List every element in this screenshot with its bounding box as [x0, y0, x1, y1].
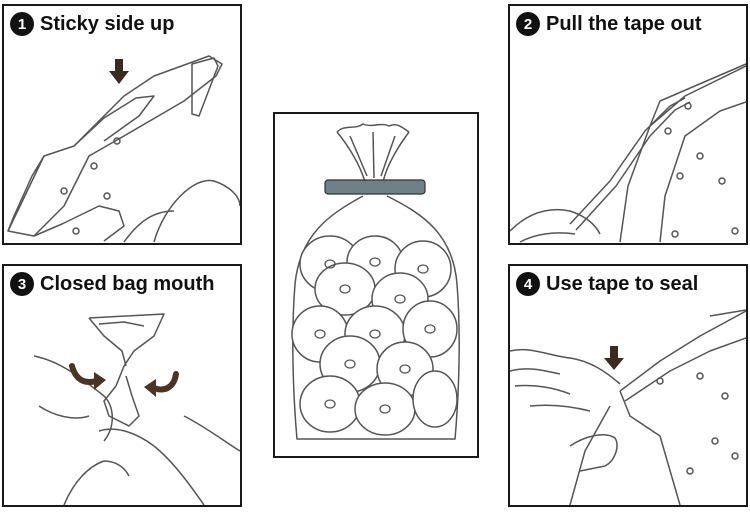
step-1-label: Sticky side up	[40, 12, 175, 35]
step-4-title: 4 Use tape to seal	[516, 272, 698, 296]
step-3-panel: 3 Closed bag mouth	[2, 264, 242, 507]
step-4-panel: 4 Use tape to seal	[508, 264, 748, 507]
step-4-number-badge: 4	[516, 272, 540, 296]
step-1-number-badge: 1	[10, 12, 34, 36]
down-arrow-icon	[604, 346, 624, 370]
step-3-illustration	[33, 313, 240, 505]
step-3-title: 3 Closed bag mouth	[10, 272, 214, 296]
step-1-title: 1 Sticky side up	[10, 12, 175, 36]
step-4-illustration	[510, 309, 746, 505]
sealed-bag-panel	[273, 112, 479, 458]
step-1-illustration	[7, 55, 240, 243]
donuts-group	[291, 235, 458, 436]
step-3-number-badge: 3	[10, 272, 34, 296]
sealed-bag-illustration	[291, 123, 460, 440]
step-2-illustration	[510, 63, 746, 243]
step-4-label: Use tape to seal	[546, 272, 699, 295]
sealing-tape	[324, 179, 426, 195]
step-2-panel: 2 Pull the tape out	[508, 4, 748, 245]
down-arrow-icon	[109, 59, 129, 84]
step-1-panel: 1 Sticky side up	[2, 4, 242, 245]
step-2-label: Pull the tape out	[546, 12, 702, 35]
twist-arrow-left-icon	[69, 363, 106, 390]
step-2-title: 2 Pull the tape out	[516, 12, 702, 36]
step-3-label: Closed bag mouth	[40, 272, 215, 295]
step-2-number-badge: 2	[516, 12, 540, 36]
twist-arrow-right-icon	[144, 371, 179, 397]
